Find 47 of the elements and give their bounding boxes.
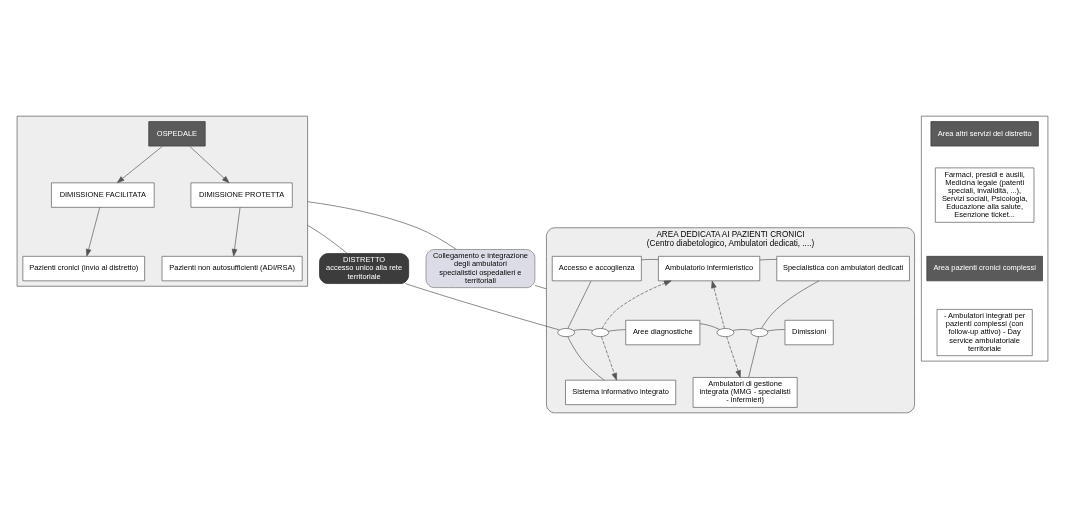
cluster (16, 115, 308, 287)
node-box: Area pazienti cronici complessi (926, 255, 1043, 281)
arrow (601, 335, 617, 380)
arrow (231, 206, 241, 256)
node-ellipse (591, 327, 610, 337)
connector (307, 224, 348, 254)
arrow (85, 206, 101, 256)
node-ellipse (750, 327, 769, 337)
connector (567, 280, 592, 329)
connector (759, 258, 778, 260)
node-box: DIMISSIONE PROTETTA (190, 182, 293, 208)
connector (761, 280, 820, 329)
node-box: Specialistica con ambulatori dedicati (776, 255, 910, 281)
node-box: Dimissioni (784, 319, 834, 345)
node-box: DIMISSIONE FACILITATA (51, 182, 155, 208)
connector (748, 335, 759, 378)
node-box: - Ambulatori integrati per pazienti complessi (con follow-up attivo) - Day service ambulatoriale territoriale (936, 308, 1033, 356)
connector (641, 258, 659, 260)
node-ellipse (716, 327, 735, 337)
node-box: DISTRETTO accesso unico alla rete territoriale (319, 252, 409, 284)
connector (767, 328, 785, 331)
node-box: Ambulatorio infermieristico (658, 255, 761, 281)
connector (405, 282, 560, 330)
connector (732, 328, 753, 331)
connector (534, 284, 547, 289)
node-ellipse (557, 327, 576, 337)
node-box: Accesso e accoglienza (551, 255, 642, 281)
node-box: Aree diagnostiche (625, 319, 701, 345)
node-box: Farmaci, presidi e ausili, Medicina legale (patenti speciali, invalidità, ...), Servizi sociali, Psicologia, Educazione alla salute, Esenzione ticket... (935, 167, 1035, 223)
node-box: OSPEDALE (148, 120, 206, 146)
arrow (711, 280, 725, 329)
connector (307, 200, 457, 250)
node-box: Collegamento e integrazione degli ambulatori specialistici ospedalieri e territoriali (425, 248, 536, 288)
arrow (726, 335, 741, 378)
arrow (116, 145, 163, 183)
node-box: Pazienti cronici (invio al distretto) (22, 255, 145, 281)
node-box: Sistema informativo integrato (565, 379, 677, 405)
connector (607, 328, 626, 331)
arrow (601, 280, 672, 329)
node-box: Ambulatori di gestione integrata (MMG - specialisti - infermieri) (692, 376, 798, 408)
cluster (921, 115, 1049, 361)
connector (573, 328, 594, 331)
connector (567, 335, 605, 380)
node-box: Area altri servizi del distretto (930, 120, 1039, 146)
arrow (189, 145, 230, 183)
connector (699, 322, 720, 330)
node-box: Pazienti non autosufficienti (ADI/RSA) (161, 255, 303, 281)
